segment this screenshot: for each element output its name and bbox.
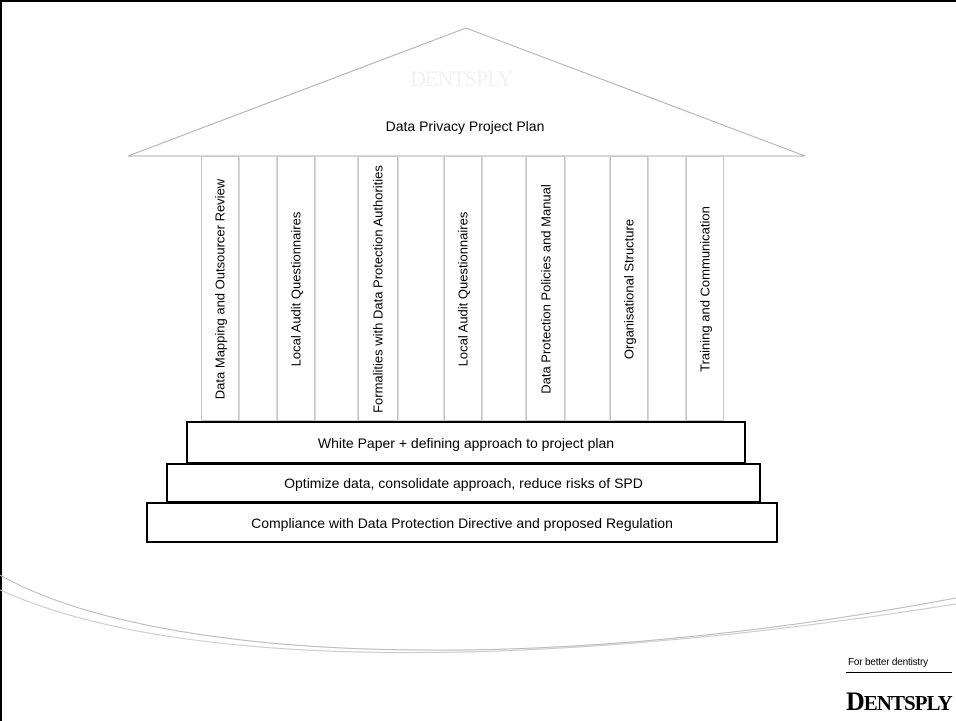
logo-tagline: For better dentistry <box>848 657 928 668</box>
pillar-label: Organisational Structure <box>621 218 637 359</box>
step-optimize-data: Optimize data, consolidate approach, red… <box>166 463 761 503</box>
logo-initial: D <box>846 687 865 716</box>
pillar-local-audit-2: Local Audit Questionnaires <box>444 156 482 421</box>
pillar-policies: Data Protection Policies and Manual <box>526 156 565 421</box>
roof-title: Data Privacy Project Plan <box>385 118 545 134</box>
pillar-gap <box>239 156 277 421</box>
pillar-label: Local Audit Questionnaires <box>455 211 471 366</box>
pillar-label: Data Mapping and Outsourcer Review <box>212 178 228 399</box>
pillar-gap <box>482 156 526 421</box>
background-swoosh-outer <box>0 574 956 651</box>
logo-divider <box>846 672 952 673</box>
background-swoosh-inner <box>0 589 956 654</box>
pillar-data-mapping: Data Mapping and Outsourcer Review <box>201 156 239 421</box>
logo-rest: ENTSPLY <box>863 691 953 715</box>
pillar-gap <box>315 156 358 421</box>
pillar-training: Training and Communication <box>686 156 724 421</box>
roof-triangle <box>127 27 806 157</box>
pillar-label: Formalities with Data Protection Authori… <box>370 164 386 413</box>
pillar-formalities: Formalities with Data Protection Authori… <box>358 156 398 421</box>
pillar-local-audit-1: Local Audit Questionnaires <box>277 156 315 421</box>
roof-watermark: DENTSPLY <box>410 66 513 91</box>
pillar-gap <box>648 156 686 421</box>
step-white-paper: White Paper + defining approach to proje… <box>186 421 746 464</box>
pillar-gap <box>565 156 610 421</box>
pillar-organisational-structure: Organisational Structure <box>610 156 648 421</box>
pillar-label: Local Audit Questionnaires <box>288 211 304 366</box>
pillar-label: Training and Communication <box>697 205 713 372</box>
step-compliance: Compliance with Data Protection Directiv… <box>146 502 778 543</box>
pillar-label: Data Protection Policies and Manual <box>538 183 553 394</box>
pillar-gap <box>398 156 444 421</box>
dentsply-logo: DENTSPLY <box>846 687 953 717</box>
